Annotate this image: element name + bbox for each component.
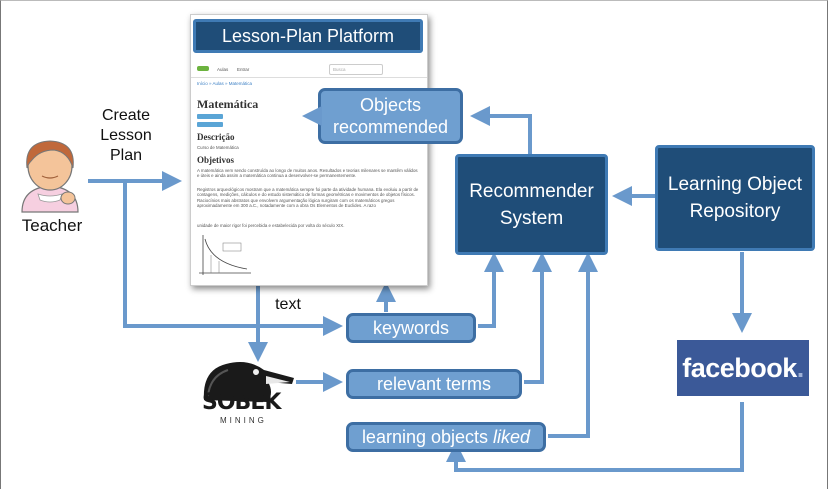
arrow-liked-to-recommender	[548, 252, 598, 438]
repository-line-1: Learning Object	[667, 174, 803, 195]
facebook-logo: facebook.	[677, 340, 809, 396]
sobek-mining-logo: SOBEK MINING	[198, 356, 298, 428]
arrow-recommender-to-objects	[470, 106, 532, 156]
recommender-line-2: System	[499, 207, 564, 229]
arrow-terms-to-recommender	[524, 252, 552, 384]
facebook-dot: .	[796, 352, 805, 383]
tag-badge	[197, 122, 223, 127]
facebook-name: facebook	[682, 352, 797, 383]
liked-emphasis: liked	[493, 426, 531, 447]
create-label-line-3: Plan	[109, 147, 143, 164]
nav-item-entrar[interactable]: Entrar	[237, 67, 250, 72]
nav-item-aulas[interactable]: Aulas	[217, 67, 229, 72]
crocodile-icon	[203, 362, 294, 402]
platform-title: Lesson-Plan Platform	[193, 19, 423, 53]
teacher-avatar-icon	[21, 140, 79, 213]
breadcrumb[interactable]: Início » Aulas » Matemática	[197, 81, 253, 86]
create-label-line-2: Lesson	[100, 127, 152, 144]
sobek-name: SOBEK	[202, 390, 281, 415]
section-objectives-heading: Objetivos	[197, 155, 234, 165]
recommender-line-1: Recommender	[469, 180, 594, 202]
teacher-label: Teacher	[21, 216, 83, 235]
text-label: text	[275, 296, 301, 313]
objectives-paragraph-1: A matemática vem sendo construída ao lon…	[197, 168, 418, 179]
objects-recommended-line-2: recommended	[332, 117, 449, 137]
objects-recommended-box: Objects recommended	[318, 88, 463, 144]
learning-objects-liked-box: learning objects liked	[346, 422, 546, 452]
page-navbar: Aulas Entrar Busca	[191, 61, 427, 78]
create-lesson-plan-label: Create Lesson Plan	[94, 106, 158, 166]
arrow-teacher-to-keywords	[123, 181, 343, 336]
platform-logo-icon	[197, 66, 209, 71]
lesson-plan-page: Lesson-Plan Platform Aulas Entrar Busca …	[190, 14, 428, 286]
create-label-line-1: Create	[101, 107, 151, 124]
arrow-keywords-to-recommender	[478, 252, 504, 328]
search-input[interactable]: Busca	[329, 64, 383, 75]
repository-line-2: Repository	[689, 201, 781, 222]
math-graph-image	[199, 235, 251, 275]
liked-prefix: learning objects	[361, 426, 494, 447]
learning-object-repository-box: Learning Object Repository	[655, 145, 815, 251]
objects-recommended-line-1: Objects	[359, 95, 422, 115]
section-description-heading: Descrição	[197, 132, 235, 142]
keywords-box: keywords	[346, 313, 476, 343]
tag-badge	[197, 114, 223, 119]
arrow-facebook-to-liked	[446, 402, 744, 472]
objectives-paragraph-2: Registros arqueológicos mostram que a ma…	[197, 187, 419, 209]
sobek-sub: MINING	[220, 416, 267, 425]
objectives-paragraph-3: unidade de maior rigor foi percebida e e…	[197, 223, 345, 228]
search-placeholder: Busca	[333, 67, 346, 72]
recommender-system-box: Recommender System	[455, 154, 608, 255]
description-text: Curso de Matemática	[197, 145, 239, 150]
relevant-terms-box: relevant terms	[346, 369, 522, 399]
page-title: Matemática	[197, 97, 259, 111]
